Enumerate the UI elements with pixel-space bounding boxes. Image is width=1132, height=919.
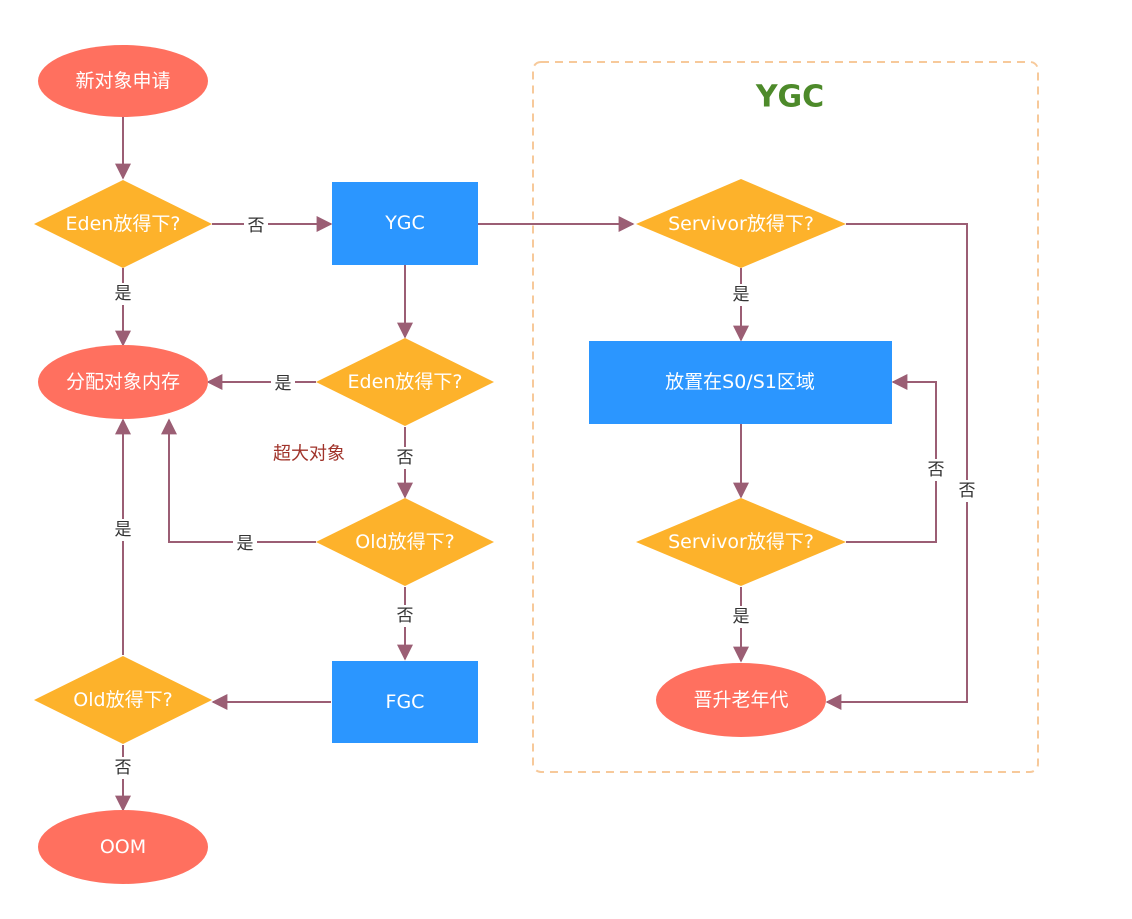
svg-text:是: 是 xyxy=(733,285,750,305)
node-place-s0-s1: 放置在S0/S1区域 xyxy=(589,341,892,424)
edge-label-old2-yes: 是 xyxy=(111,519,135,541)
svg-text:否: 否 xyxy=(928,460,945,480)
svg-text:Eden放得下?: Eden放得下? xyxy=(66,213,181,235)
node-alloc-memory: 分配对象内存 xyxy=(38,345,208,419)
svg-text:是: 是 xyxy=(733,607,750,627)
edge-label-old2-no: 否 xyxy=(111,757,135,779)
node-old-check-2: Old放得下? xyxy=(34,656,212,744)
svg-text:Servivor放得下?: Servivor放得下? xyxy=(668,213,814,235)
edge-label-eden2-no: 否 xyxy=(393,447,417,469)
svg-text:放置在S0/S1区域: 放置在S0/S1区域 xyxy=(665,371,815,393)
svg-text:是: 是 xyxy=(115,284,132,304)
svg-text:OOM: OOM xyxy=(100,836,146,858)
svg-text:YGC: YGC xyxy=(384,212,425,234)
edge-label-old1-yes: 是 xyxy=(233,533,257,555)
svg-text:分配对象内存: 分配对象内存 xyxy=(66,371,180,393)
svg-text:是: 是 xyxy=(115,520,132,540)
note-large-object: 超大对象 xyxy=(273,444,345,465)
svg-text:Servivor放得下?: Servivor放得下? xyxy=(668,531,814,553)
svg-text:否: 否 xyxy=(115,758,132,778)
svg-text:Eden放得下?: Eden放得下? xyxy=(348,371,463,393)
edge-label-surv2-yes: 是 xyxy=(729,606,753,628)
edge-old1-to-alloc xyxy=(161,418,316,543)
svg-text:是: 是 xyxy=(237,534,254,554)
svg-text:否: 否 xyxy=(959,481,976,501)
node-oom: OOM xyxy=(38,810,208,884)
svg-text:否: 否 xyxy=(397,448,414,468)
edge-label-eden1-yes: 是 xyxy=(111,283,135,305)
svg-text:晋升老年代: 晋升老年代 xyxy=(693,689,788,711)
ygc-group-container xyxy=(532,61,1039,773)
edge-label-eden2-yes: 是 xyxy=(271,373,295,395)
svg-text:FGC: FGC xyxy=(386,691,425,713)
svg-text:是: 是 xyxy=(275,374,292,394)
edge-label-eden1-no: 否 xyxy=(244,214,268,236)
edge-surv1-to-promote xyxy=(825,223,968,710)
ygc-group-title: YGC xyxy=(755,80,824,115)
node-fgc: FGC xyxy=(332,661,478,743)
svg-text:否: 否 xyxy=(397,606,414,626)
svg-text:Old放得下?: Old放得下? xyxy=(73,689,172,711)
node-promote-old: 晋升老年代 xyxy=(656,663,826,737)
svg-text:新对象申请: 新对象申请 xyxy=(75,70,170,92)
node-old-check-1: Old放得下? xyxy=(316,498,494,586)
node-new-object: 新对象申请 xyxy=(38,45,208,117)
edge-label-surv1-no: 否 xyxy=(955,480,979,502)
edge-label-surv1-yes: 是 xyxy=(729,284,753,306)
node-ygc: YGC xyxy=(332,182,478,265)
node-survivor-check-2: Servivor放得下? xyxy=(636,498,846,586)
svg-text:Old放得下?: Old放得下? xyxy=(355,531,454,553)
edge-label-old1-no: 否 xyxy=(393,605,417,627)
svg-text:否: 否 xyxy=(248,216,265,236)
node-survivor-check-1: Servivor放得下? xyxy=(636,179,846,268)
node-eden-check-1: Eden放得下? xyxy=(34,180,212,268)
node-eden-check-2: Eden放得下? xyxy=(316,338,494,426)
edge-label-surv2-no: 否 xyxy=(924,459,948,481)
